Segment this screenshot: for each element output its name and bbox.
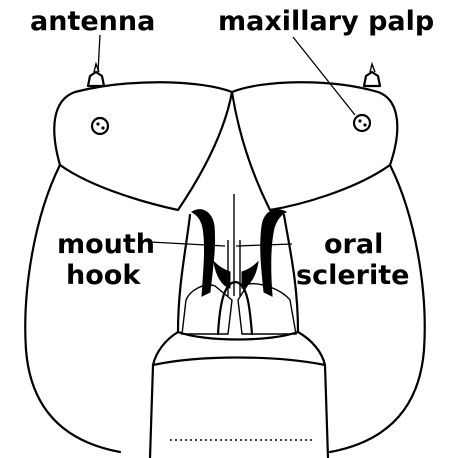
left-cephalic-lobe — [54, 82, 232, 210]
left-mouth-hook — [192, 210, 215, 296]
maxillary-palp-label: maxillary palp — [218, 6, 434, 37]
left-maxillary-palp-icon — [92, 118, 108, 134]
mouth-label: mouth — [57, 229, 155, 260]
central-sclerite-arch — [218, 282, 252, 334]
segment-fold — [153, 358, 325, 366]
right-antenna-icon — [364, 64, 380, 86]
left-antenna-icon — [88, 64, 104, 86]
thoracic-segment — [150, 332, 328, 458]
head-capsule-outline — [25, 165, 424, 452]
right-cephalic-lobe — [232, 82, 397, 210]
hook-label: hook — [66, 260, 141, 291]
cephalopharyngeal-frame — [178, 215, 298, 340]
antenna-leader-line — [98, 35, 100, 72]
maxillary-palp-leader-line — [293, 37, 355, 115]
oral-label: oral — [324, 229, 383, 260]
right-maxillary-palp-icon — [354, 115, 370, 131]
sclerite-label: sclerite — [296, 260, 409, 291]
right-mouth-hook — [261, 210, 286, 296]
antenna-label: antenna — [30, 6, 155, 37]
